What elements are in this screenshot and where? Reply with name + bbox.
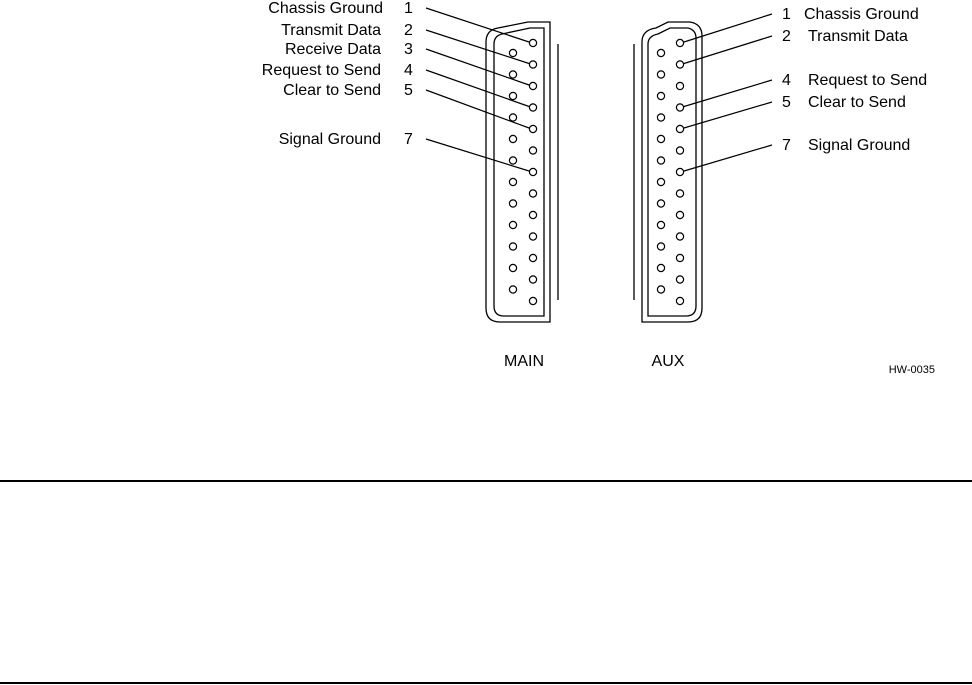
aux-pin-number: 2 xyxy=(782,28,791,45)
aux-lead-lines xyxy=(684,14,772,171)
aux-pin xyxy=(657,92,664,99)
main-pin xyxy=(529,297,536,304)
main-pin xyxy=(509,92,516,99)
main-pin xyxy=(529,254,536,261)
main-pin-number: 2 xyxy=(404,22,413,39)
aux-pin xyxy=(676,297,683,304)
aux-pin xyxy=(676,190,683,197)
aux-pin xyxy=(657,157,664,164)
main-lead-line xyxy=(426,139,529,171)
aux-pin xyxy=(676,104,683,111)
main-pin-number: 5 xyxy=(404,82,413,99)
main-pin xyxy=(529,82,536,89)
main-signal-label: Chassis Ground xyxy=(268,0,383,17)
aux-pin xyxy=(657,200,664,207)
main-signal-label: Request to Send xyxy=(262,62,381,79)
aux-connector xyxy=(634,14,772,322)
main-pin xyxy=(529,104,536,111)
main-pin xyxy=(529,276,536,283)
aux-signal-label: Request to Send xyxy=(808,72,927,89)
main-lead-line xyxy=(426,30,529,64)
aux-pin-field xyxy=(657,39,683,304)
aux-pin-labels: 1 Chassis Ground 2 Transmit Data 4 Reque… xyxy=(782,6,927,154)
main-pin xyxy=(529,39,536,46)
main-pin xyxy=(509,178,516,185)
main-connector-outer-shell xyxy=(486,22,550,322)
aux-pin xyxy=(676,211,683,218)
aux-lead-line xyxy=(684,36,772,64)
aux-pin xyxy=(657,71,664,78)
aux-pin-number: 1 xyxy=(782,6,791,23)
aux-pin xyxy=(676,61,683,68)
aux-signal-label: Clear to Send xyxy=(808,94,906,111)
main-pin xyxy=(529,233,536,240)
main-signal-label: Signal Ground xyxy=(279,131,381,148)
main-pin-number: 4 xyxy=(404,62,413,79)
main-lead-lines xyxy=(426,8,529,171)
main-pin-number: 3 xyxy=(404,41,413,58)
aux-signal-label: Chassis Ground xyxy=(804,6,919,23)
main-pin-labels: Chassis Ground 1 Transmit Data 2 Receive… xyxy=(262,0,413,148)
aux-pin xyxy=(676,233,683,240)
main-pin xyxy=(509,200,516,207)
main-pin xyxy=(529,61,536,68)
main-pin xyxy=(509,135,516,142)
aux-lead-line xyxy=(684,102,772,128)
main-pin-number: 1 xyxy=(404,0,413,17)
aux-pin xyxy=(657,49,664,56)
aux-pin xyxy=(657,243,664,250)
main-signal-label: Receive Data xyxy=(285,41,381,58)
aux-signal-label: Transmit Data xyxy=(808,28,908,45)
aux-signal-label: Signal Ground xyxy=(808,137,910,154)
main-signal-label: Clear to Send xyxy=(283,82,381,99)
main-pin xyxy=(509,49,516,56)
main-pin-number: 7 xyxy=(404,131,413,148)
main-pin xyxy=(529,125,536,132)
main-pin xyxy=(509,286,516,293)
main-pin xyxy=(529,211,536,218)
aux-pin xyxy=(657,264,664,271)
section-divider-top xyxy=(0,480,972,482)
figure-id: HW-0035 xyxy=(889,364,935,376)
aux-lead-line xyxy=(684,14,772,42)
aux-pin xyxy=(676,276,683,283)
main-pin xyxy=(529,190,536,197)
aux-pin xyxy=(657,178,664,185)
main-pin xyxy=(509,71,516,78)
main-connector-caption: MAIN xyxy=(504,353,544,370)
aux-pin xyxy=(657,286,664,293)
aux-pin xyxy=(657,135,664,142)
main-pin xyxy=(509,221,516,228)
main-pin xyxy=(529,168,536,175)
main-pin xyxy=(529,147,536,154)
main-pin xyxy=(509,114,516,121)
aux-pin xyxy=(676,147,683,154)
aux-pin xyxy=(657,114,664,121)
main-pin xyxy=(509,264,516,271)
aux-pin xyxy=(676,39,683,46)
aux-pin-number: 7 xyxy=(782,137,791,154)
main-signal-label: Transmit Data xyxy=(281,22,381,39)
aux-pin xyxy=(676,254,683,261)
aux-pin xyxy=(657,221,664,228)
section-divider-bottom xyxy=(0,682,972,684)
aux-connector-caption: AUX xyxy=(652,353,685,370)
main-pin xyxy=(509,243,516,250)
aux-pin xyxy=(676,125,683,132)
aux-lead-line xyxy=(684,80,772,107)
aux-connector-inner-shell xyxy=(648,28,696,316)
aux-pin-number: 4 xyxy=(782,72,791,89)
main-pin xyxy=(509,157,516,164)
main-connector xyxy=(426,8,558,322)
aux-pin-number: 5 xyxy=(782,94,791,111)
aux-connector-outer-shell xyxy=(642,22,702,322)
aux-pin xyxy=(676,82,683,89)
aux-pin xyxy=(676,168,683,175)
aux-lead-line xyxy=(684,145,772,171)
